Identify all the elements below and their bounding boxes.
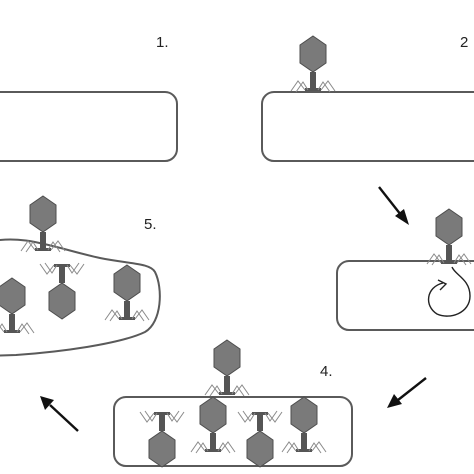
arrow-step4-to-step5 bbox=[40, 396, 79, 432]
step-1-cell bbox=[0, 91, 178, 162]
step-5-swollen-cell bbox=[0, 238, 161, 357]
step-1-label: 1. bbox=[156, 34, 169, 51]
step-4-label: 4. bbox=[320, 363, 333, 380]
step-2-cell bbox=[261, 91, 474, 162]
step-3-phage bbox=[426, 208, 472, 266]
arrow-step3-to-step4 bbox=[387, 377, 427, 408]
step-2-label: 2 bbox=[460, 34, 468, 51]
arrow-step2-to-step3 bbox=[378, 186, 409, 225]
step-2-phage bbox=[290, 35, 336, 93]
step-4-attached-phage bbox=[204, 339, 250, 397]
step-3-cell bbox=[336, 260, 474, 331]
step-5-label: 5. bbox=[144, 216, 157, 233]
dna-end-marker bbox=[437, 279, 448, 291]
step-3-injected-dna bbox=[428, 266, 471, 317]
